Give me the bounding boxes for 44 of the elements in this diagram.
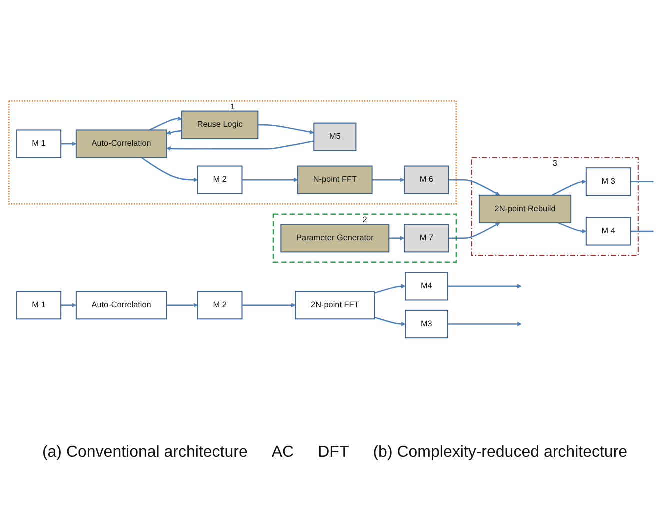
node-box: M 6 [404, 166, 450, 195]
connector [630, 182, 654, 183]
arrow [374, 284, 406, 294]
node-box: M4 [405, 272, 448, 302]
node-box: Auto-Correlation [76, 291, 168, 320]
node-box: M 1 [16, 130, 62, 159]
arrow [166, 130, 182, 136]
arrow [448, 223, 500, 240]
arrow [141, 158, 198, 183]
arrow [61, 304, 77, 308]
figure-label: AC [272, 444, 294, 462]
node-box: M 1 [16, 291, 62, 320]
node-box: M3 [405, 310, 448, 339]
node-box: 2N-point FFT [295, 291, 376, 320]
node-box: Reuse Logic [181, 111, 259, 140]
connector [630, 231, 654, 233]
node-box: M 3 [586, 168, 632, 197]
node-box: M5 [314, 123, 357, 152]
arrow [558, 222, 587, 234]
node-box: N-point FFT [297, 166, 373, 195]
node-box: M 4 [586, 218, 632, 246]
arrow [372, 178, 405, 183]
arrow [166, 304, 198, 308]
arrow [448, 284, 522, 290]
node-box: Parameter Generator [280, 224, 390, 254]
node-box: 2N-point Rebuild [478, 195, 572, 224]
arrow [448, 180, 500, 196]
node-box: M 2 [197, 166, 243, 195]
node-box: Auto-Correlation [76, 130, 168, 159]
arrow [552, 180, 587, 196]
arrow [389, 236, 405, 242]
node-box: M 7 [404, 224, 450, 254]
arrow [258, 124, 314, 135]
figure-label: (b) Complexity-reduced architecture [373, 444, 628, 462]
arrow [448, 322, 522, 327]
arrow [61, 142, 77, 147]
figure-label: (a) Conventional architecture [42, 444, 248, 462]
arrow [166, 141, 314, 152]
arrow [242, 304, 296, 308]
arrow [374, 317, 406, 327]
arrow [242, 178, 298, 183]
figure-label: DFT [318, 444, 350, 462]
arrow [149, 116, 182, 132]
node-box: M 2 [197, 291, 243, 320]
